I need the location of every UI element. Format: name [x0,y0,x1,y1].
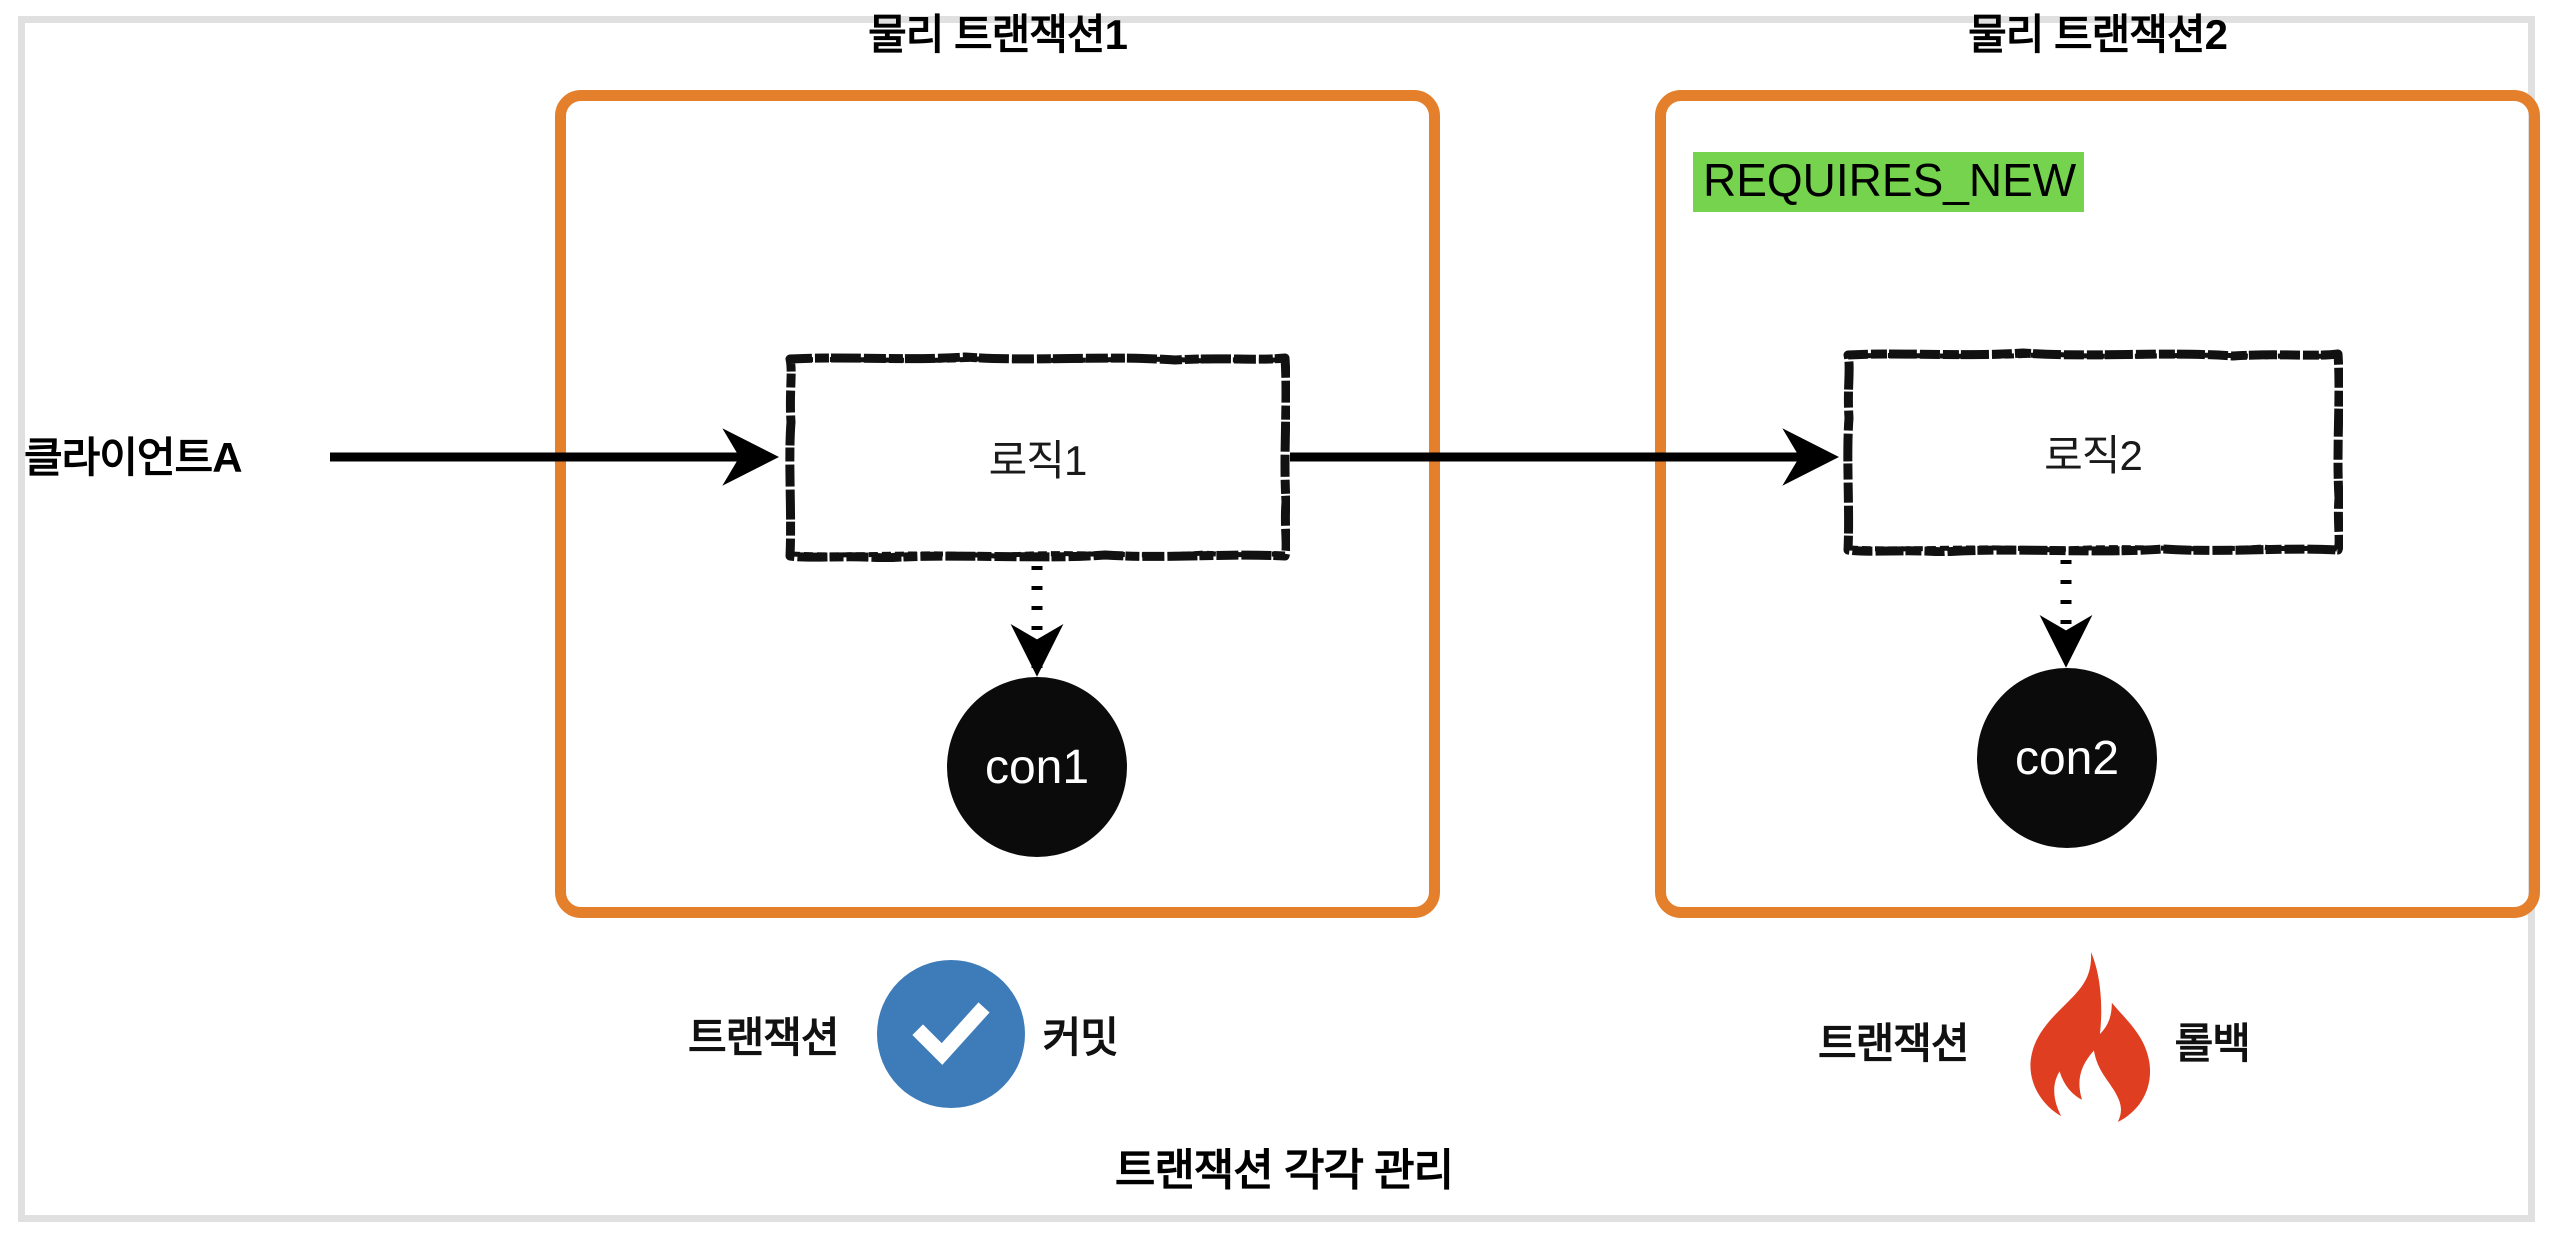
flame-icon [2007,952,2157,1123]
logic-box-2-label: 로직2 [2044,431,2143,479]
check-circle-icon [876,960,1025,1108]
transaction-title-1: 물리 트랜잭션1 [868,11,1128,58]
diagram-caption: 트랜잭션 각각 관리 [1114,1146,1454,1195]
transaction-boundary-1 [555,90,1440,918]
transaction-2-outcome-prefix: 트랜잭션 [1818,1019,1970,1067]
connection-circle-1: con1 [947,677,1127,857]
logic-box-1: 로직1 [785,352,1290,562]
logic-box-2: 로직2 [1843,348,2343,556]
transaction-boundary-2 [1655,90,2540,918]
transaction-2-outcome: 트랜잭션 롤백 [1818,952,2251,1123]
transaction-1-outcome-suffix: 커밋 [1042,1013,1119,1061]
requires-new-badge: REQUIRES_NEW [1693,152,2085,213]
client-label: 클라이언트A [24,434,243,481]
transaction-1-outcome-prefix: 트랜잭션 [688,1013,840,1061]
connection-circle-1-label: con1 [984,740,1090,794]
connection-circle-2: con2 [1977,668,2157,848]
connection-circle-2-label: con2 [2014,731,2120,785]
logic-box-1-label: 로직1 [988,436,1088,484]
transaction-1-outcome: 트랜잭션 커밋 [688,960,1119,1108]
transaction-title-2: 물리 트랜잭션2 [1968,11,2228,58]
transaction-2-outcome-suffix: 롤백 [2174,1019,2251,1067]
